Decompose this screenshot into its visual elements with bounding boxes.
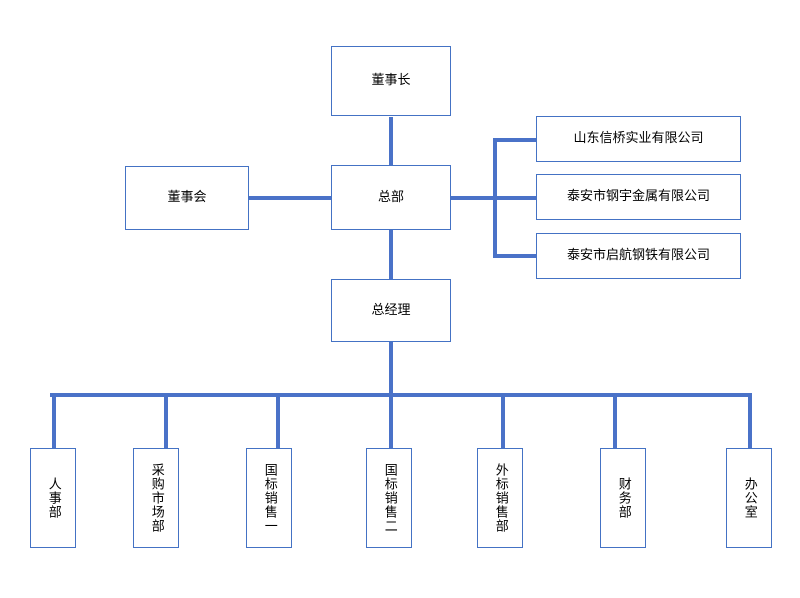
connector-headquarters-to-subsidiary-bus [450, 196, 496, 200]
connector-board-to-headquarters [249, 196, 333, 200]
connector-department-drop-1 [52, 393, 56, 449]
connector-subsidiary-stub-2 [493, 196, 538, 200]
node-headquarters[interactable]: 总部 [331, 165, 451, 230]
node-subsidiary-2-label: 泰安市钢宇金属有限公司 [566, 189, 710, 205]
node-subsidiary-3[interactable]: 泰安市启航钢铁有限公司 [536, 233, 741, 279]
node-department-3-label: 国标销售一 [261, 463, 277, 533]
node-subsidiary-1-label: 山东信桥实业有限公司 [573, 131, 704, 147]
node-department-1[interactable]: 人事部 [30, 448, 76, 548]
node-department-7[interactable]: 办公室 [726, 448, 772, 548]
node-chairman[interactable]: 董事长 [331, 46, 451, 116]
node-department-6-label: 财务部 [615, 477, 631, 519]
node-department-5-label: 外标销售部 [492, 463, 508, 533]
node-chairman-label: 董事长 [371, 73, 411, 89]
node-general-manager[interactable]: 总经理 [331, 279, 451, 342]
connector-department-drop-3 [276, 393, 280, 449]
connector-department-drop-6 [613, 393, 617, 449]
node-department-1-label: 人事部 [45, 477, 61, 519]
node-board-of-directors-label: 董事会 [167, 190, 207, 206]
connector-chairman-to-headquarters [389, 117, 393, 167]
connector-department-drop-4 [389, 393, 393, 449]
node-headquarters-label: 总部 [377, 189, 404, 205]
node-department-3[interactable]: 国标销售一 [246, 448, 292, 548]
node-department-6[interactable]: 财务部 [600, 448, 646, 548]
connector-headquarters-to-general-manager [389, 229, 393, 280]
node-subsidiary-3-label: 泰安市启航钢铁有限公司 [566, 248, 710, 264]
node-subsidiary-1[interactable]: 山东信桥实业有限公司 [536, 116, 741, 162]
connector-department-drop-2 [164, 393, 168, 449]
node-board-of-directors[interactable]: 董事会 [125, 166, 249, 230]
connector-department-bus [50, 393, 752, 397]
node-general-manager-label: 总经理 [371, 302, 411, 318]
connector-subsidiary-stub-3 [493, 254, 538, 258]
connector-department-drop-7 [748, 393, 752, 449]
node-department-4-label: 国标销售二 [381, 463, 397, 533]
node-department-4[interactable]: 国标销售二 [366, 448, 412, 548]
connector-general-manager-to-department-bus [389, 341, 393, 397]
node-subsidiary-2[interactable]: 泰安市钢宇金属有限公司 [536, 174, 741, 220]
node-department-7-label: 办公室 [741, 477, 757, 519]
node-department-5[interactable]: 外标销售部 [477, 448, 523, 548]
connector-department-drop-5 [501, 393, 505, 449]
node-department-2[interactable]: 采购市场部 [133, 448, 179, 548]
connector-subsidiary-stub-1 [493, 138, 538, 142]
node-department-2-label: 采购市场部 [148, 463, 164, 533]
